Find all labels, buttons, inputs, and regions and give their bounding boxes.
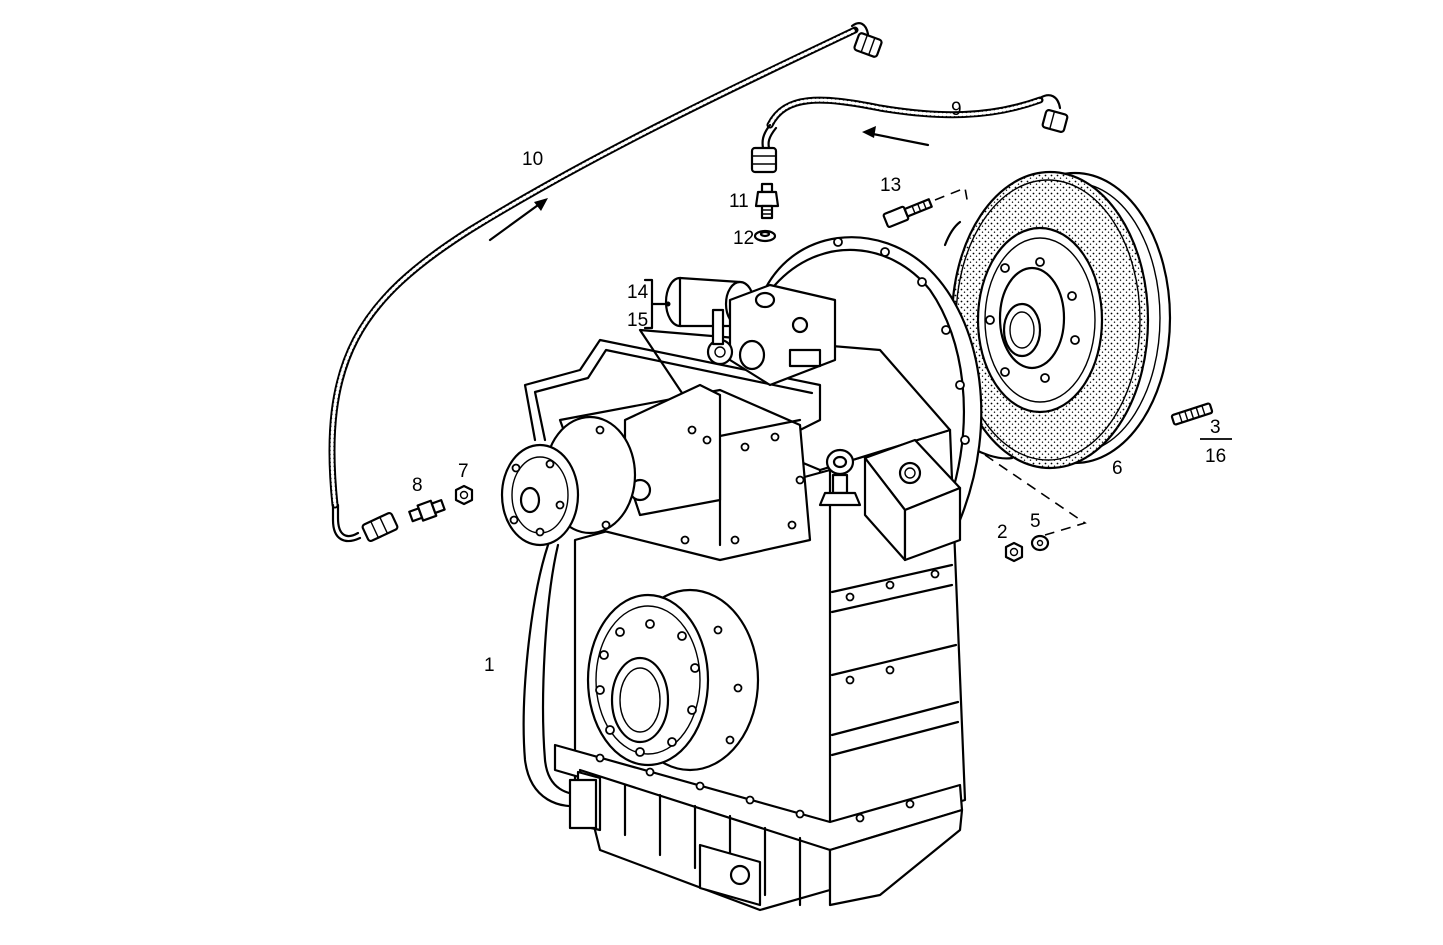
flow-arrow-left [862,126,930,147]
callout-11: 11 [729,191,749,212]
transmission-housing-1 [500,236,983,912]
hose-10 [328,22,883,543]
callout-12: 12 [733,228,754,249]
callout-3: 3 [1210,417,1221,438]
callout-2: 2 [997,522,1008,543]
callout-8: 8 [412,475,423,496]
fitting-11 [754,182,780,220]
callout-13: 13 [880,175,901,196]
fitting-8 [408,499,446,523]
callout-6: 6 [1112,458,1123,479]
callout-15: 15 [627,310,648,331]
callout-5: 5 [1030,511,1041,532]
callout-16: 16 [1205,446,1226,467]
hose-9 [750,94,1069,174]
flow-arrow-up [488,198,548,242]
callout-14: 14 [627,282,649,303]
callout-1: 1 [484,655,495,676]
assembly-dashed-lines [934,186,1087,536]
nut-7 [454,484,474,506]
nut-2 [1004,541,1024,563]
callout-9: 9 [951,99,962,120]
callout-7: 7 [458,461,469,482]
washer-12 [753,229,777,243]
stud-3-16 [1170,402,1214,426]
bolt-13 [882,198,933,228]
callout-bracket-14-15 [643,278,671,330]
callout-10: 10 [522,149,543,170]
washer-5 [1030,534,1050,552]
